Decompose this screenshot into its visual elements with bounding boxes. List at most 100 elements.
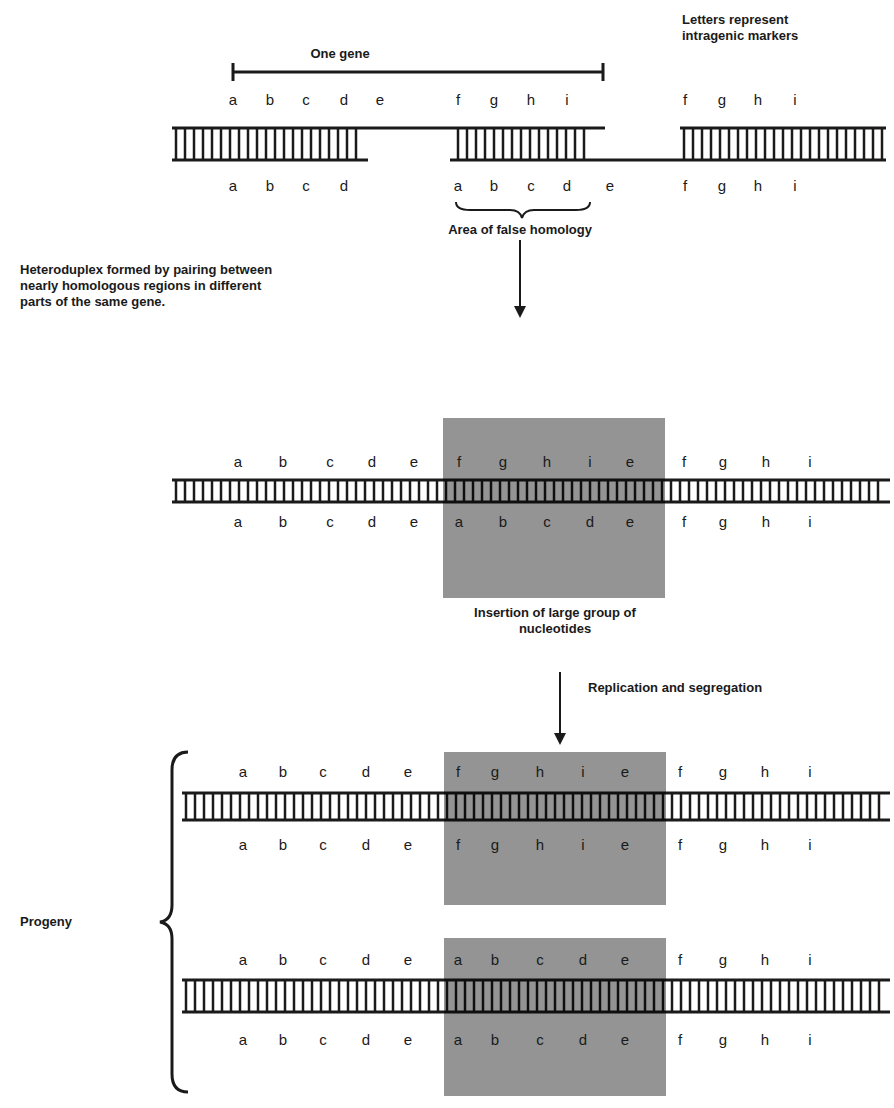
base-pair-rung [202,480,205,502]
base-pair-rung [248,793,251,820]
marker-letter: d [557,176,577,196]
marker-letter: g [712,90,732,110]
marker-letter: b [260,90,280,110]
base-pair-rung [292,480,295,502]
base-pair-rung [374,793,377,820]
base-pair-rung [284,980,287,1012]
arrow-head [514,306,526,318]
marker-letter: f [448,762,468,782]
base-pair-rung [701,128,704,160]
base-pair-rung [737,128,740,160]
base-pair-rung [275,793,278,820]
base-pair-rung [877,480,880,502]
marker-letter: h [748,176,768,196]
marker-letter: h [521,90,541,110]
base-pair-rung [707,980,710,1012]
base-pair-rung [194,980,197,1012]
base-pair-rung [338,980,341,1012]
base-pair-rung [211,128,214,160]
base-pair-rung [779,980,782,1012]
base-pair-rung [688,480,691,502]
base-pair-rung [301,480,304,502]
base-pair-rung [752,980,755,1012]
base-pair-rung [760,480,763,502]
marker-letter: h [530,762,550,782]
base-pair-rung [725,980,728,1012]
base-pair-rung [833,980,836,1012]
base-pair-rung [698,980,701,1012]
base-pair-rung [239,980,242,1012]
base-pair-rung [184,480,187,502]
base-pair-rung [220,128,223,160]
base-pair-rung [859,480,862,502]
base-pair-rung [193,480,196,502]
base-pair-rung [724,480,727,502]
base-pair-rung [868,480,871,502]
marker-letter: c [313,835,333,855]
marker-letter: h [756,452,776,472]
base-pair-rung [733,480,736,502]
base-pair-rung [671,980,674,1012]
base-pair-rung [466,128,469,160]
base-pair-rung [715,480,718,502]
base-pair-rung [428,980,431,1012]
base-pair-rung [274,128,277,160]
base-pair-rung [752,793,755,820]
base-pair-rung [175,128,178,160]
marker-letter: g [713,1030,733,1050]
base-pair-rung [734,793,737,820]
base-pair-rung [881,128,884,160]
marker-letter: g [493,452,513,472]
base-pair-rung [193,128,196,160]
base-pair-rung [863,128,866,160]
marker-letter: b [273,835,293,855]
marker-letter: i [573,835,593,855]
base-pair-rung [683,128,686,160]
base-pair-rung [797,980,800,1012]
marker-letter: e [615,762,635,782]
marker-letter: h [755,1030,775,1050]
marker-letter: e [615,1030,635,1050]
marker-letter: a [449,512,469,532]
base-pair-rung [284,793,287,820]
marker-letter: e [620,452,640,472]
base-pair-rung [761,980,764,1012]
marker-letter: i [800,512,820,532]
base-pair-rung [746,128,749,160]
base-pair-rung [851,980,854,1012]
marker-letter: b [273,1030,293,1050]
base-pair-rung [511,128,514,160]
base-pair-rung [770,980,773,1012]
base-pair-rung [854,128,857,160]
base-pair-rung [815,980,818,1012]
base-pair-rung [212,980,215,1012]
base-pair-rung [782,128,785,160]
base-pair-rung [184,128,187,160]
insertion-region: abcdeabcde [444,938,666,1096]
base-pair-rung [538,128,541,160]
base-pair-rung [878,980,881,1012]
base-pair-rung [401,793,404,820]
marker-letter: f [670,762,690,782]
marker-letter: h [537,452,557,472]
base-pair-rung [266,793,269,820]
base-pair-rung [319,480,322,502]
base-pair-rung [818,128,821,160]
marker-letter: i [785,176,805,196]
base-pair-rung [428,793,431,820]
base-pair-rung [670,480,673,502]
marker-letter: i [785,90,805,110]
base-pair-rung [221,793,224,820]
marker-letter: d [334,176,354,196]
base-pair-rung [761,793,764,820]
base-pair-rung [320,793,323,820]
marker-letter: d [362,452,382,472]
note-text: Letters represent intragenic markers [682,12,832,44]
base-pair-rung [283,480,286,502]
base-pair-rung [301,128,304,160]
base-pair-rung [806,980,809,1012]
base-pair-rung [824,980,827,1012]
marker-letter: d [356,762,376,782]
marker-letter: g [713,512,733,532]
base-pair-rung [347,980,350,1012]
